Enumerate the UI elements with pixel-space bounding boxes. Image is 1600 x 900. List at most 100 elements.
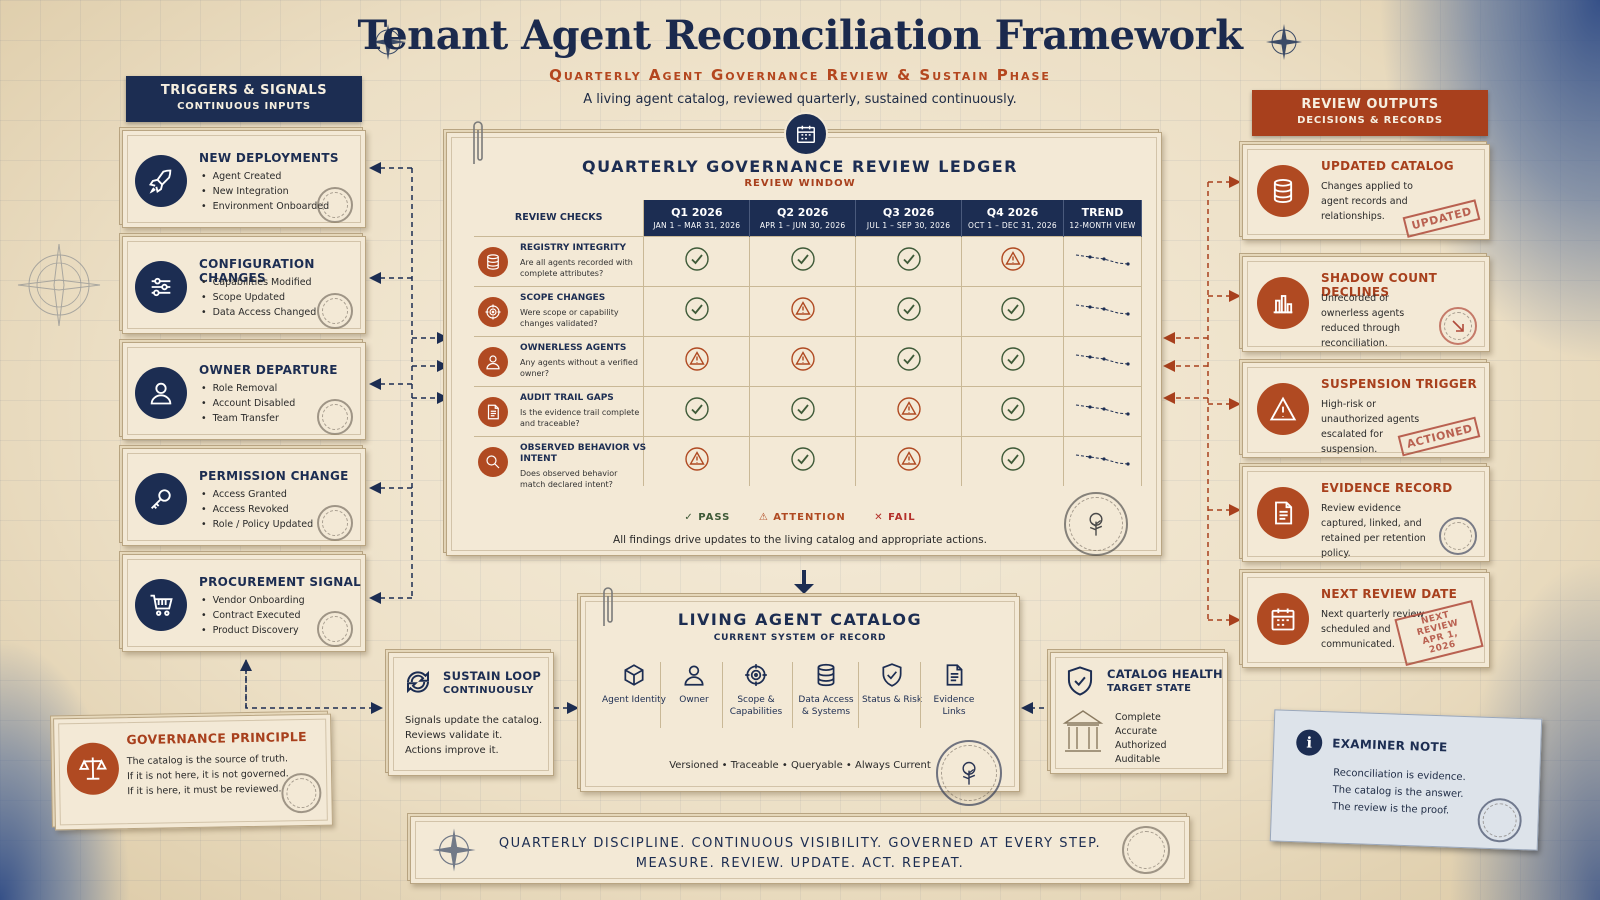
review-check-question: Were scope or capability changes validat… [520,307,619,328]
sliders-icon [135,261,187,313]
bottom-line-1: QUARTERLY DISCIPLINE. CONTINUOUS VISIBIL… [498,836,1102,851]
legend-attention: ⚠ ATTENTION [758,512,846,523]
catalog-subtitle: CURRENT SYSTEM OF RECORD [713,633,887,643]
output-card-shadow-count-declines[interactable]: SHADOW COUNT DECLINES Unrecorded or owne… [1242,256,1490,352]
catalog-item-label: Owner [679,695,709,705]
info-icon: i [1295,729,1323,757]
status-pass-icon [961,285,1064,336]
trigger-bullet: Product Discovery [201,625,305,636]
trend-sparkline [1063,385,1143,436]
catalog-item[interactable]: Owner [662,662,726,706]
status-attention-icon [643,435,751,486]
user-icon [135,367,187,419]
status-attention-icon [855,385,963,436]
key-icon [135,473,187,525]
cube-icon [602,662,666,688]
trend-sparkline [1063,285,1143,336]
trigger-card-new-deployments[interactable]: NEW DEPLOYMENTS Agent Created New Integr… [122,130,366,228]
document-icon [922,662,986,688]
bottom-banner [410,816,1190,884]
triggers-banner-title: TRIGGERS & SIGNALS [160,83,328,98]
status-pass-icon [961,435,1064,486]
catalog-divider [920,662,921,728]
trend-sparkline [1063,435,1143,486]
seal-icon [317,505,353,541]
examiner-title: EXAMINER NOTE [1331,736,1448,755]
trigger-title: PERMISSION CHANGE [199,469,349,483]
shield-check-icon [1067,666,1093,696]
source-of-truth-seal-icon [936,740,1002,806]
ledger-row: REGISTRY INTEGRITY Are all agents record… [474,235,1143,286]
output-title: SHADOW COUNT DECLINES [1321,271,1438,299]
sustain-line: Signals update the catalog. [405,715,543,726]
output-card-evidence-record[interactable]: EVIDENCE RECORD Review evidence captured… [1242,466,1490,562]
trigger-bullet: Scope Updated [201,292,316,303]
quarter-label: Q3 2026 [882,205,935,219]
output-text: High-risk or unauthorized agents escalat… [1321,399,1420,455]
trend-label: TREND [1081,205,1124,219]
trigger-bullet: Contract Executed [201,610,305,621]
status-attention-icon [643,335,751,386]
trigger-card-owner-departure[interactable]: OWNER DEPARTURE Role Removal Account Dis… [122,342,366,440]
status-pass-icon [643,235,751,286]
paperclip-icon [473,121,483,164]
trigger-bullet: Access Granted [201,489,313,500]
output-title: SUSPENSION TRIGGER [1321,377,1478,391]
status-pass-icon [855,235,963,286]
catalog-title: LIVING AGENT CATALOG [677,610,923,629]
outputs-banner-subtitle: DECISIONS & RECORDS [1297,115,1443,126]
trigger-bullets: Agent Created New Integration Environmen… [201,171,330,216]
ledger-row: AUDIT TRAIL GAPS Is the evidence trail c… [474,385,1143,436]
review-check-question: Any agents without a verified owner? [520,357,638,378]
trigger-card-configuration-changes[interactable]: CONFIGURATION CHANGES Capabilities Modif… [122,236,366,334]
paperclip-icon [603,587,613,626]
trigger-bullet: Access Revoked [201,504,313,515]
ledger-footnote: All findings drive updates to the living… [613,534,987,546]
catalog-item[interactable]: Evidence Links [922,662,986,718]
output-card-suspension-trigger[interactable]: SUSPENSION TRIGGER High-risk or unauthor… [1242,362,1490,458]
user-icon [662,662,726,688]
quarter-range: OCT 1 – DEC 31, 2026 [968,220,1057,230]
status-attention-icon [855,435,963,486]
compass-rose-icon [370,24,406,60]
status-pass-icon [961,335,1064,386]
catalog-item[interactable]: Scope & Capabilities [724,662,788,718]
trigger-bullet: Agent Created [201,171,329,182]
sustain-text: Signals update the catalog. Reviews vali… [405,713,542,758]
review-check-cell: REGISTRY INTEGRITY Are all agents record… [474,235,645,286]
health-item: Accurate [1115,726,1158,737]
principle-text: The catalog is the source of truth. If i… [127,751,289,799]
review-check-cell: OBSERVED BEHAVIOR VS INTENT Does observe… [474,435,646,489]
review-check-title: OWNERLESS AGENTS [520,342,627,353]
triggers-banner: TRIGGERS & SIGNALS CONTINUOUS INPUTS [126,76,362,122]
status-pass-icon [855,285,963,336]
database-icon [478,246,508,277]
catalog-item[interactable]: Data Access & Systems [794,662,858,718]
trigger-title: NEW DEPLOYMENTS [199,151,339,165]
output-card-updated-catalog[interactable]: UPDATED CATALOG Changes applied to agent… [1242,144,1490,240]
catalog-item[interactable]: Agent Identity [602,662,666,706]
target-icon [724,662,788,688]
status-pass-icon [643,285,751,336]
document-icon [478,396,508,427]
seal-icon [1476,797,1523,844]
seal-icon [317,293,353,329]
seal-icon [317,399,353,435]
catalog-item-label: Agent Identity [602,695,666,705]
sustain-line: Actions improve it. [405,745,499,756]
examiner-note-card: i EXAMINER NOTE Reconciliation is eviden… [1269,709,1543,851]
catalog-divider [792,662,793,728]
warning-icon [1257,383,1309,435]
quarter-range: JAN 1 – MAR 31, 2026 [653,220,741,230]
output-card-next-review-date[interactable]: NEXT REVIEW DATE Next quarterly review s… [1242,572,1490,668]
sustain-title: SUSTAIN LOOP [443,669,542,683]
trigger-card-procurement-signal[interactable]: PROCUREMENT SIGNAL Vendor Onboarding Con… [122,554,366,652]
catalog-item[interactable]: Status & Risk [860,662,924,706]
trigger-card-permission-change[interactable]: PERMISSION CHANGE Access Granted Access … [122,448,366,546]
target-icon [478,296,508,327]
